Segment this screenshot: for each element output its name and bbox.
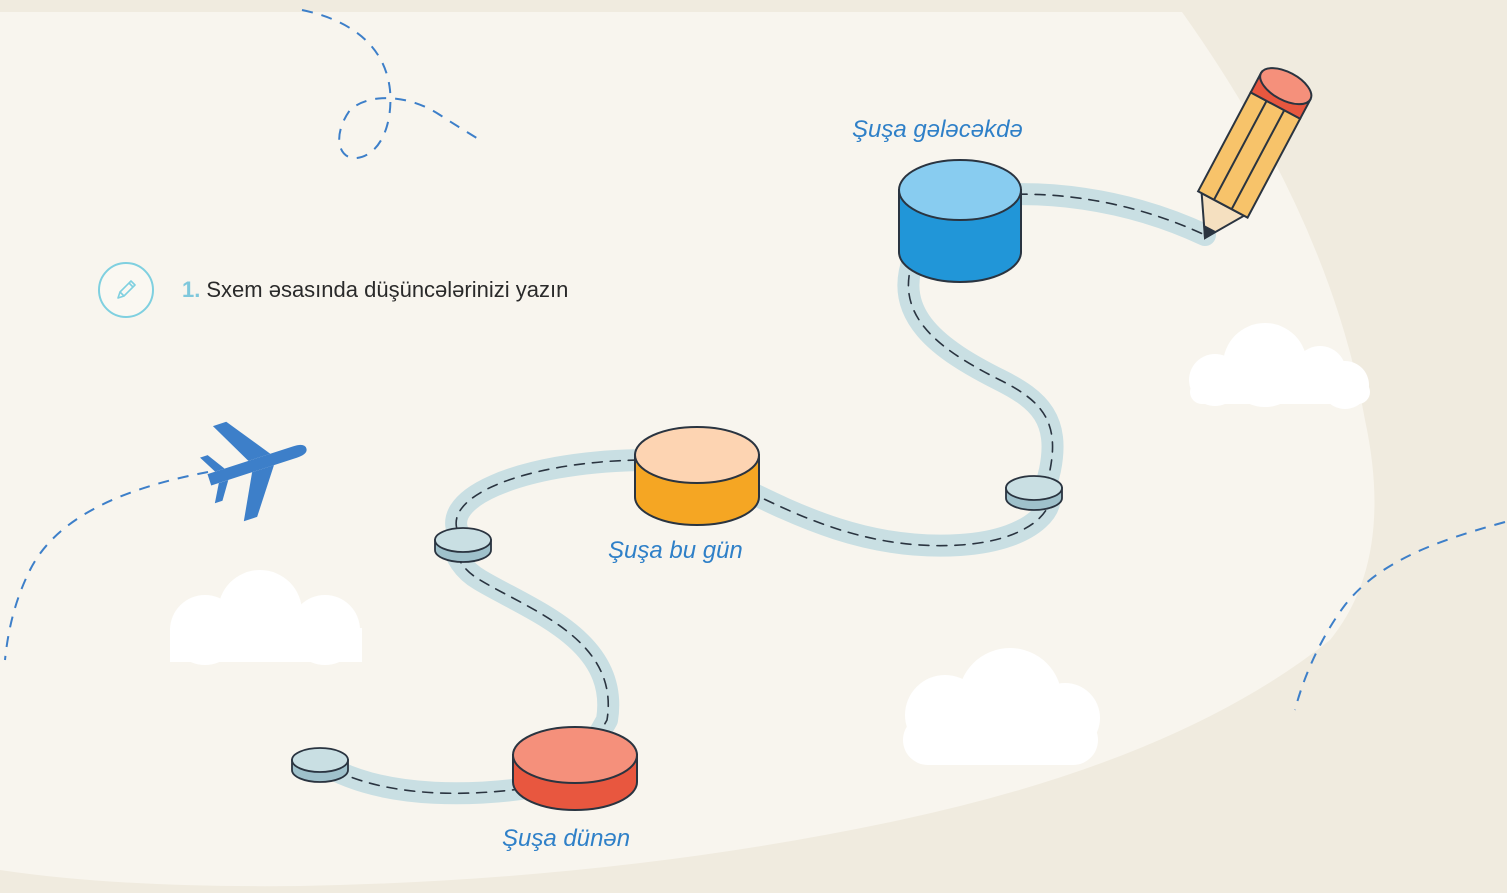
waypoint-disc-3: [1005, 475, 1063, 511]
pencil-icon: [98, 262, 154, 318]
pencil-drawing: [1196, 67, 1313, 240]
label-yesterday: Şuşa dünən: [502, 825, 631, 852]
flight-path-left: [4, 471, 209, 661]
cloud-right-top: [1189, 323, 1370, 409]
task-number: 1.: [182, 277, 201, 302]
airplane-icon: [200, 421, 307, 522]
waypoint-disc-2: [434, 527, 492, 563]
stage-disc-future: [898, 159, 1022, 283]
task-prompt: 1.Sxem əsasında düşüncələrinizi yazın: [98, 262, 568, 318]
cloud-left: [170, 570, 362, 665]
waypoint-disc-1: [291, 747, 349, 783]
label-today: Şuşa bu gün: [608, 537, 743, 564]
stage-disc-today: [634, 426, 760, 526]
stage-disc-yesterday: [512, 726, 638, 811]
pencil-glyph: [117, 280, 136, 299]
flight-path-top: [301, 9, 481, 160]
label-future: Şuşa gələcəkdə: [852, 116, 1023, 143]
cloud-right-bottom: [903, 648, 1100, 765]
task-text: Sxem əsasında düşüncələrinizi yazın: [206, 277, 569, 302]
road: [309, 183, 1216, 805]
task-instruction: 1.Sxem əsasında düşüncələrinizi yazın: [182, 277, 568, 303]
flight-path-right: [1294, 521, 1506, 711]
